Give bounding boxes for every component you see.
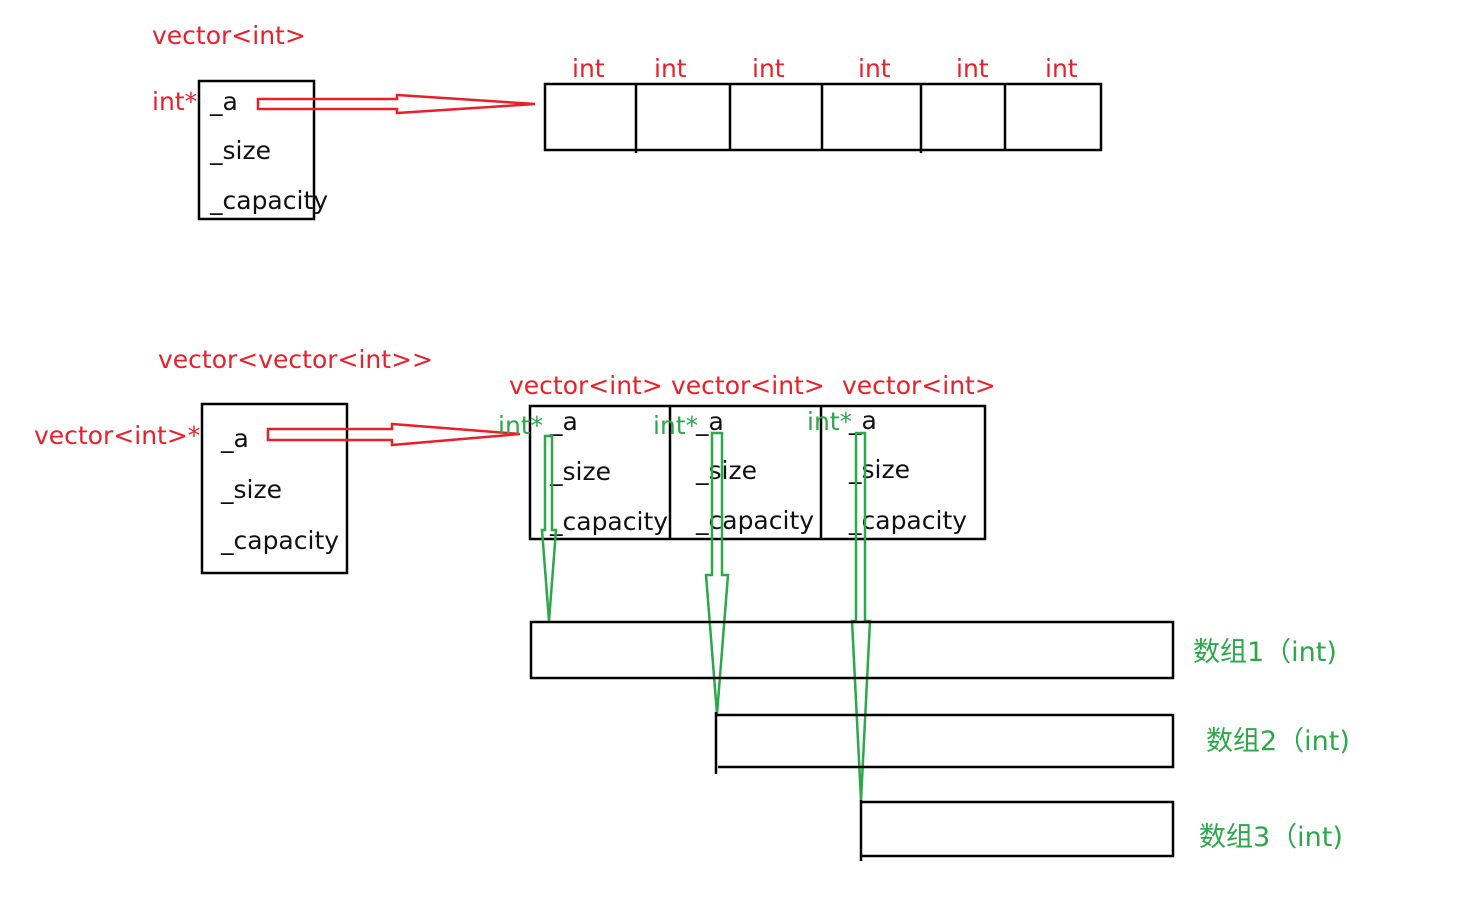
inner-type-label: vector<int> — [671, 371, 825, 400]
inner-pointer-arrow-2 — [704, 431, 730, 715]
outer-field-a: _a — [220, 424, 249, 453]
int-cell-label: int — [752, 54, 785, 83]
inner-pointer-arrow-3 — [850, 431, 872, 801]
inner-type-label: vector<int> — [509, 371, 663, 400]
inner-field-size: _size — [848, 455, 910, 484]
inner-pointer-label: int* — [807, 407, 852, 436]
top-pointer-label: int* — [152, 87, 197, 116]
int-array-2 — [714, 712, 1175, 774]
inner-field-capacity: _capacity — [549, 507, 668, 536]
outer-field-capacity: _capacity — [220, 526, 339, 555]
int-cell-label: int — [1045, 54, 1078, 83]
array-label-3: 数组3（int) — [1199, 822, 1343, 853]
inner-field-capacity: _capacity — [848, 506, 967, 535]
inner-vector-frame — [528, 404, 987, 541]
int-cell-label: int — [572, 54, 605, 83]
inner-field-a: _a — [549, 407, 578, 436]
top-field-a: _a — [209, 87, 238, 116]
array-label-1: 数组1（int) — [1193, 637, 1337, 668]
inner-vector-array — [528, 404, 987, 541]
inner-pointer-arrow-1 — [540, 434, 558, 622]
int-array-1 — [529, 620, 1175, 680]
outer-field-size: _size — [220, 475, 282, 504]
top-int-array — [543, 82, 1103, 153]
int-cell-label: int — [956, 54, 989, 83]
int-array-3 — [859, 800, 1175, 861]
top-type-label: vector<int> — [152, 21, 306, 50]
outer-pointer-arrow — [266, 422, 521, 447]
inner-pointer-label: int* — [653, 411, 698, 440]
inner-type-label: vector<int> — [842, 371, 996, 400]
inner-pointer-label: int* — [498, 411, 543, 440]
top-pointer-arrow — [256, 93, 536, 115]
inner-field-a: _a — [695, 407, 724, 436]
top-field-size: _size — [209, 136, 271, 165]
top-vector-object — [197, 79, 316, 221]
inner-field-size: _size — [549, 457, 611, 486]
inner-field-a: _a — [848, 406, 877, 435]
inner-field-size: _size — [695, 456, 757, 485]
outer-vector-object — [200, 402, 349, 575]
int-cell-label: int — [858, 54, 891, 83]
array-label-2: 数组2（int) — [1206, 726, 1350, 757]
int-cell-label: int — [654, 54, 687, 83]
top-field-capacity: _capacity — [209, 186, 328, 215]
inner-field-capacity: _capacity — [695, 506, 814, 535]
bottom-type-label: vector<vector<int>> — [158, 345, 433, 374]
bottom-pointer-label: vector<int>* — [34, 421, 200, 450]
